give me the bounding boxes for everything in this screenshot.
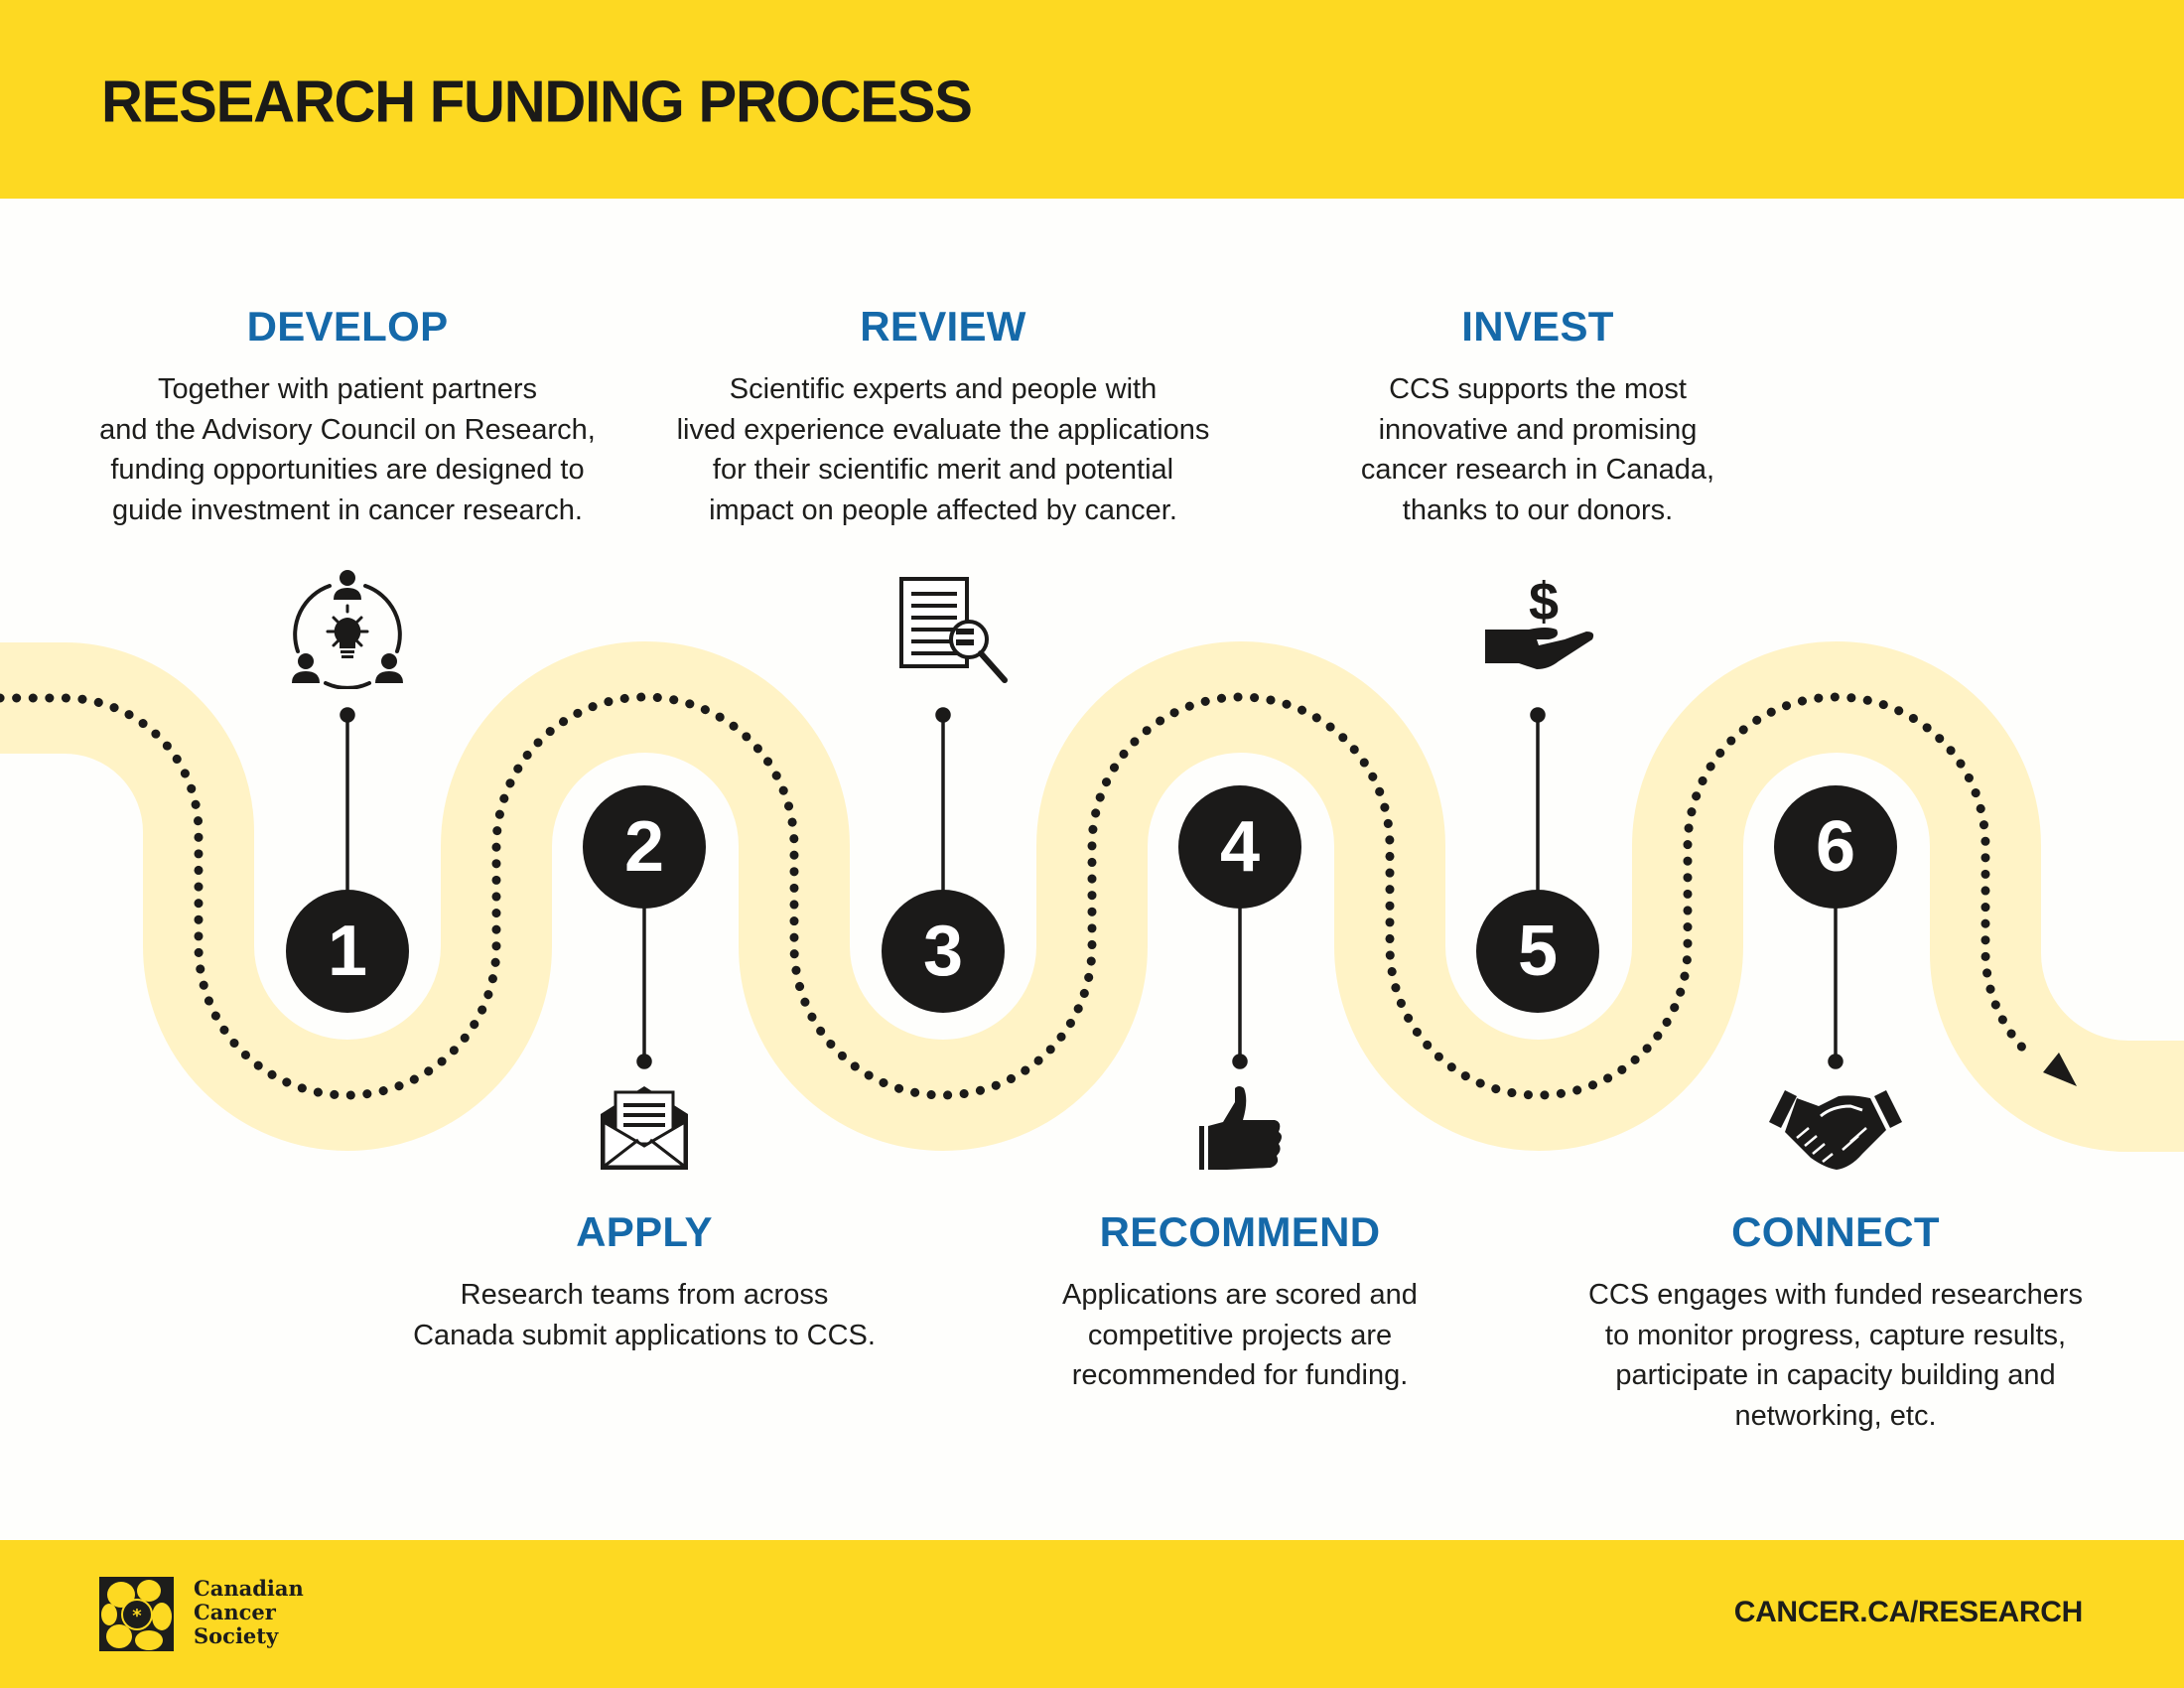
step-description: Scientific experts and people with lived… <box>645 369 1241 530</box>
ccs-logo-text: Canadian Cancer Society <box>194 1577 304 1648</box>
connector-4 <box>1232 906 1248 1069</box>
step-review: REVIEW Scientific experts and people wit… <box>645 306 1241 530</box>
step-title: REVIEW <box>860 303 1026 350</box>
step-description: Together with patient partners and the A… <box>60 369 635 530</box>
desc-line: Scientific experts and people with <box>729 373 1158 405</box>
logo-line: Cancer <box>194 1600 276 1624</box>
connector-1 <box>340 707 355 892</box>
connector-3 <box>935 707 951 892</box>
hand-dollar-icon: $ <box>1485 574 1594 669</box>
step-invest: INVEST CCS supports the most innovative … <box>1250 306 1826 530</box>
step-recommend: RECOMMEND Applications are scored and co… <box>952 1211 1528 1396</box>
desc-line: guide investment in cancer research. <box>112 493 583 526</box>
step-title: RECOMMEND <box>1099 1208 1381 1255</box>
step-description: CCS engages with funded researchers to m… <box>1548 1275 2123 1436</box>
desc-line: competitive projects are <box>1087 1319 1393 1351</box>
page-title: RESEARCH FUNDING PROCESS <box>101 69 973 135</box>
document-magnifier-icon <box>899 577 1008 683</box>
desc-line: Together with patient partners <box>157 373 538 405</box>
thumbs-up-icon <box>1199 1086 1282 1170</box>
connector-6 <box>1828 906 1843 1069</box>
desc-line: thanks to our donors. <box>1402 493 1674 526</box>
daffodil-icon: * <box>101 1580 172 1650</box>
step-title: INVEST <box>1461 303 1614 350</box>
desc-line: CCS engages with funded researchers <box>1587 1279 2084 1311</box>
dotted-route <box>0 692 2034 1100</box>
logo-line: Canadian <box>194 1576 304 1601</box>
connector-2 <box>636 906 652 1069</box>
desc-line: and the Advisory Council on Research, <box>99 413 596 446</box>
desc-line: Research teams from across <box>460 1279 829 1311</box>
connector-5 <box>1530 707 1546 892</box>
step-apply: APPLY Research teams from across Canada … <box>356 1211 932 1355</box>
step-title: DEVELOP <box>246 303 449 350</box>
people-idea-icon <box>292 570 403 689</box>
desc-line: to monitor progress, capture results, <box>1604 1319 2067 1351</box>
step-develop: DEVELOP Together with patient partners a… <box>60 306 635 530</box>
route-arrowhead <box>2043 1053 2077 1086</box>
desc-line: recommended for funding. <box>1071 1359 1409 1391</box>
desc-line: for their scientific merit and potential <box>712 454 1174 486</box>
desc-line: impact on people affected by cancer. <box>709 493 1177 526</box>
desc-line: CCS supports the most <box>1389 373 1687 405</box>
step-number-3: 3 <box>882 890 1005 1013</box>
desc-line: lived experience evaluate the applicatio… <box>676 413 1210 446</box>
step-connect: CONNECT CCS engages with funded research… <box>1548 1211 2123 1436</box>
step-number-5: 5 <box>1476 890 1599 1013</box>
svg-text:*: * <box>132 1606 142 1626</box>
svg-text:$: $ <box>1529 574 1559 632</box>
logo-line: Society <box>194 1623 279 1648</box>
desc-line: networking, etc. <box>1734 1399 1937 1432</box>
footer-bar <box>0 1540 2184 1688</box>
ccs-logo[interactable]: * <box>99 1577 174 1651</box>
desc-line: Canada submit applications to CCS. <box>413 1319 876 1351</box>
desc-line: cancer research in Canada, <box>1360 454 1715 486</box>
desc-line: participate in capacity building and <box>1615 1359 2056 1391</box>
step-description: CCS supports the most innovative and pro… <box>1250 369 1826 530</box>
website-link[interactable]: CANCER.CA/RESEARCH <box>1733 1596 2084 1628</box>
envelope-letter-icon <box>601 1086 688 1170</box>
step-description: Research teams from across Canada submit… <box>356 1275 932 1355</box>
step-number-1: 1 <box>286 890 409 1013</box>
handshake-icon <box>1769 1090 1902 1170</box>
step-number-4: 4 <box>1178 785 1301 909</box>
step-number-2: 2 <box>583 785 706 909</box>
step-title: CONNECT <box>1731 1208 1940 1255</box>
step-description: Applications are scored and competitive … <box>952 1275 1528 1396</box>
desc-line: Applications are scored and <box>1062 1279 1418 1311</box>
desc-line: funding opportunities are designed to <box>110 454 585 486</box>
desc-line: innovative and promising <box>1378 413 1698 446</box>
step-number-6: 6 <box>1774 785 1897 909</box>
step-title: APPLY <box>576 1208 713 1255</box>
header-bar: RESEARCH FUNDING PROCESS <box>0 0 2184 199</box>
